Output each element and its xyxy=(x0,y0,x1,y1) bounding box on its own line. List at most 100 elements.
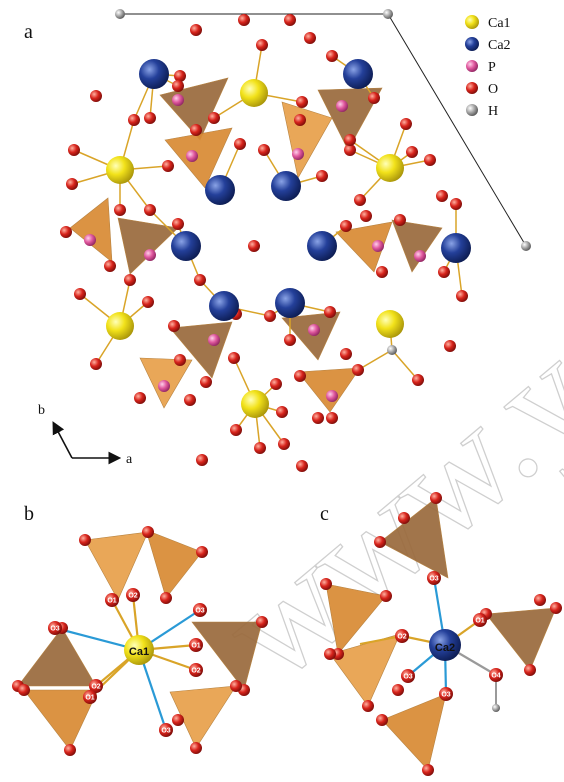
phosphate-tetrahedron xyxy=(191,621,263,691)
oxygen-atom xyxy=(142,296,154,308)
legend-p-label: P xyxy=(488,60,496,75)
oxygen-atom xyxy=(326,50,338,62)
phosphate-tetrahedron xyxy=(485,607,557,671)
phosphate-tetrahedron xyxy=(381,693,447,771)
oxygen-label: O3 xyxy=(429,576,438,583)
oxygen-atom xyxy=(344,134,356,146)
ca2-atom xyxy=(271,171,301,201)
oxygen-atom xyxy=(324,306,336,318)
oxygen-atom xyxy=(79,534,91,546)
oxygen-atom xyxy=(258,144,270,156)
phosphate-tetrahedron xyxy=(325,583,387,655)
legend-o-swatch xyxy=(466,82,478,94)
oxygen-atom xyxy=(439,687,453,701)
oxygen-atom xyxy=(189,638,203,652)
oxygen-atom xyxy=(124,274,136,286)
oxygen-atom xyxy=(160,592,172,604)
oxygen-label: O1 xyxy=(85,695,94,702)
phosphorus-atom xyxy=(144,249,156,261)
hydrogen-atom xyxy=(521,241,531,251)
phosphate-tetrahedron xyxy=(84,531,149,601)
oxygen-label: O3 xyxy=(441,692,450,699)
oxygen-atom xyxy=(159,723,173,737)
oxygen-atom xyxy=(412,374,424,386)
phosphate-tetrahedron xyxy=(17,627,97,687)
oxygen-label: O3 xyxy=(195,608,204,615)
oxygen-atom xyxy=(360,210,372,222)
oxygen-atom xyxy=(296,460,308,472)
oxygen-label: O1 xyxy=(475,618,484,625)
panel-c-label: c xyxy=(320,503,329,525)
oxygen-atom xyxy=(144,112,156,124)
oxygen-atom xyxy=(230,424,242,436)
oxygen-atom xyxy=(114,204,126,216)
phosphate-tetrahedron xyxy=(145,529,203,599)
oxygen-atom xyxy=(424,154,436,166)
panel-a-unit-cell xyxy=(60,9,531,472)
oxygen-atom xyxy=(194,274,206,286)
oxygen-atom xyxy=(352,364,364,376)
oxygen-atom xyxy=(134,392,146,404)
oxygen-atom xyxy=(450,198,462,210)
oxygen-atom xyxy=(190,742,202,754)
ca2-atom xyxy=(441,233,471,263)
oxygen-atom xyxy=(256,39,268,51)
oxygen-atom xyxy=(294,114,306,126)
oxygen-atom xyxy=(168,320,180,332)
oxygen-atom xyxy=(284,14,296,26)
ca2-atom xyxy=(429,629,461,661)
oxygen-label: O1 xyxy=(107,598,116,605)
hydrogen-atom xyxy=(383,9,393,19)
panel-a-label: a xyxy=(24,21,33,43)
oxygen-atom xyxy=(406,146,418,158)
phosphorus-atom xyxy=(172,94,184,106)
oxygen-label: O2 xyxy=(91,684,100,691)
phosphorus-atom xyxy=(414,250,426,262)
oxygen-atom xyxy=(284,334,296,346)
ca2-atom xyxy=(307,231,337,261)
oxygen-atom xyxy=(427,571,441,585)
phosphate-tetrahedron xyxy=(281,101,333,179)
hydrogen-atom xyxy=(115,9,125,19)
oxygen-label: O4 xyxy=(491,673,500,680)
ca1-center-label: Ca1 xyxy=(129,646,149,658)
phosphorus-atom xyxy=(336,100,348,112)
phosphorus-atom xyxy=(372,240,384,252)
oxygen-atom xyxy=(354,194,366,206)
oxygen-atom xyxy=(128,114,140,126)
oxygen-atom xyxy=(264,310,276,322)
panel-b-label: b xyxy=(24,503,34,525)
oxygen-atom xyxy=(162,160,174,172)
oxygen-atom xyxy=(196,454,208,466)
oxygen-atom xyxy=(392,684,404,696)
oxygen-atom xyxy=(174,70,186,82)
oxygen-atom xyxy=(320,578,332,590)
oxygen-atom xyxy=(83,690,97,704)
oxygen-atom xyxy=(326,412,338,424)
oxygen-atom xyxy=(550,602,562,614)
oxygen-atom xyxy=(66,178,78,190)
ca1-atom xyxy=(240,79,268,107)
phosphate-tetrahedron xyxy=(391,219,443,273)
oxygen-atom xyxy=(444,340,456,352)
oxygen-atom xyxy=(234,138,246,150)
phosphate-tetrahedron xyxy=(159,77,229,141)
oxygen-atom xyxy=(376,714,388,726)
ca1-atom xyxy=(124,635,154,665)
oxygen-atom xyxy=(144,204,156,216)
oxygen-atom xyxy=(489,668,503,682)
oxygen-atom xyxy=(400,118,412,130)
oxygen-atom xyxy=(90,358,102,370)
oxygen-atom xyxy=(48,621,62,635)
oxygen-atom xyxy=(340,220,352,232)
phosphorus-atom xyxy=(292,148,304,160)
oxygen-atom xyxy=(324,648,336,660)
phosphorus-atom xyxy=(186,150,198,162)
legend: Ca1 Ca2 P O H xyxy=(465,15,511,119)
oxygen-atom xyxy=(190,124,202,136)
phosphorus-atom xyxy=(208,334,220,346)
ca2-atom xyxy=(209,291,239,321)
phosphorus-atom xyxy=(326,390,338,402)
oxygen-atom xyxy=(189,663,203,677)
